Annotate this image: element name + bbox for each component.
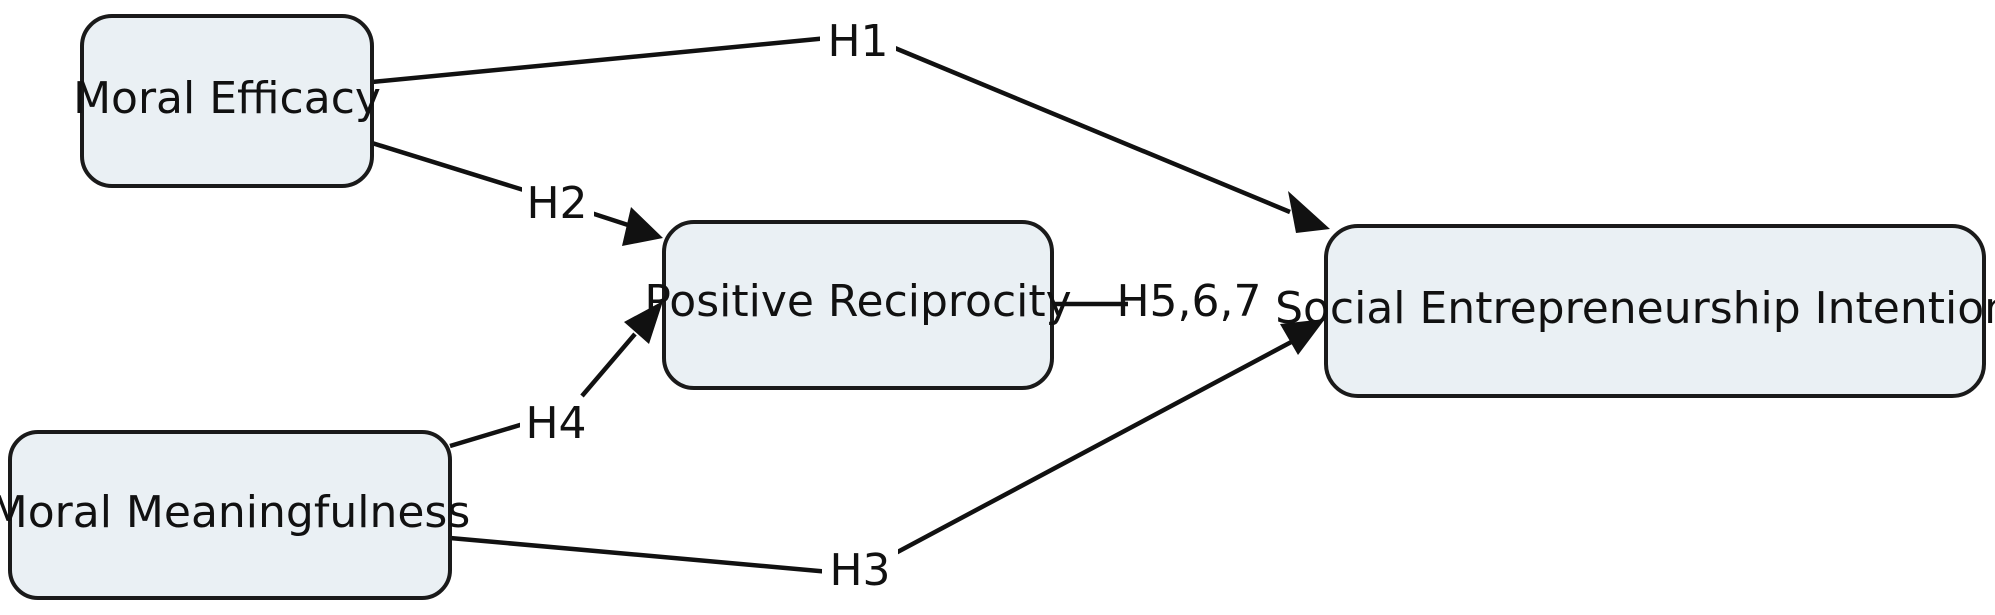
edge-h2-arrowhead [622, 207, 663, 246]
edge-h3-label: H3 [829, 545, 890, 596]
edge-h3-arrowhead [1280, 319, 1325, 355]
edge-h2-segment-a [371, 140, 531, 195]
edge-h4-segment-a [449, 419, 531, 449]
edge-h3-segment-b [888, 338, 1297, 558]
edge-h3-segment-a [449, 535, 831, 575]
edge-h2-label-bg [522, 180, 594, 230]
edge-h567-label: H5,6,7 [1116, 276, 1261, 327]
edge-h567-label-bg [1128, 278, 1250, 328]
node-positive-reciprocity-label: Positive Reciprocity [644, 276, 1071, 327]
edge-h1-label-bg [820, 18, 896, 68]
edge-h4-arrowhead [624, 301, 663, 344]
edge-h3-label-bg [822, 547, 898, 597]
edge-h1-segment-a [371, 35, 829, 85]
edge-h1-arrowhead [1288, 191, 1330, 233]
node-moral-meaningfulness: Moral Meaningfulness [0, 430, 470, 600]
node-social-entrepreneurship-intentions-label: Social Entrepreneurship Intentions [1275, 283, 1995, 334]
node-moral-efficacy-label: Moral Efficacy [73, 73, 381, 124]
node-positive-reciprocity: Positive Reciprocity [644, 220, 1072, 390]
node-moral-meaningfulness-label: Moral Meaningfulness [0, 487, 470, 538]
edge-h1-segment-b [889, 43, 1291, 215]
edge-h4-label: H4 [525, 398, 586, 449]
node-moral-efficacy: Moral Efficacy [73, 14, 381, 188]
node-social-entrepreneurship-intentions: Social Entrepreneurship Intentions [1275, 224, 1995, 398]
edge-h4-label-bg [520, 400, 592, 450]
edge-h2-label: H2 [526, 178, 587, 229]
edge-h4-segment-b [580, 332, 637, 398]
edge-h1-label: H1 [827, 16, 888, 67]
